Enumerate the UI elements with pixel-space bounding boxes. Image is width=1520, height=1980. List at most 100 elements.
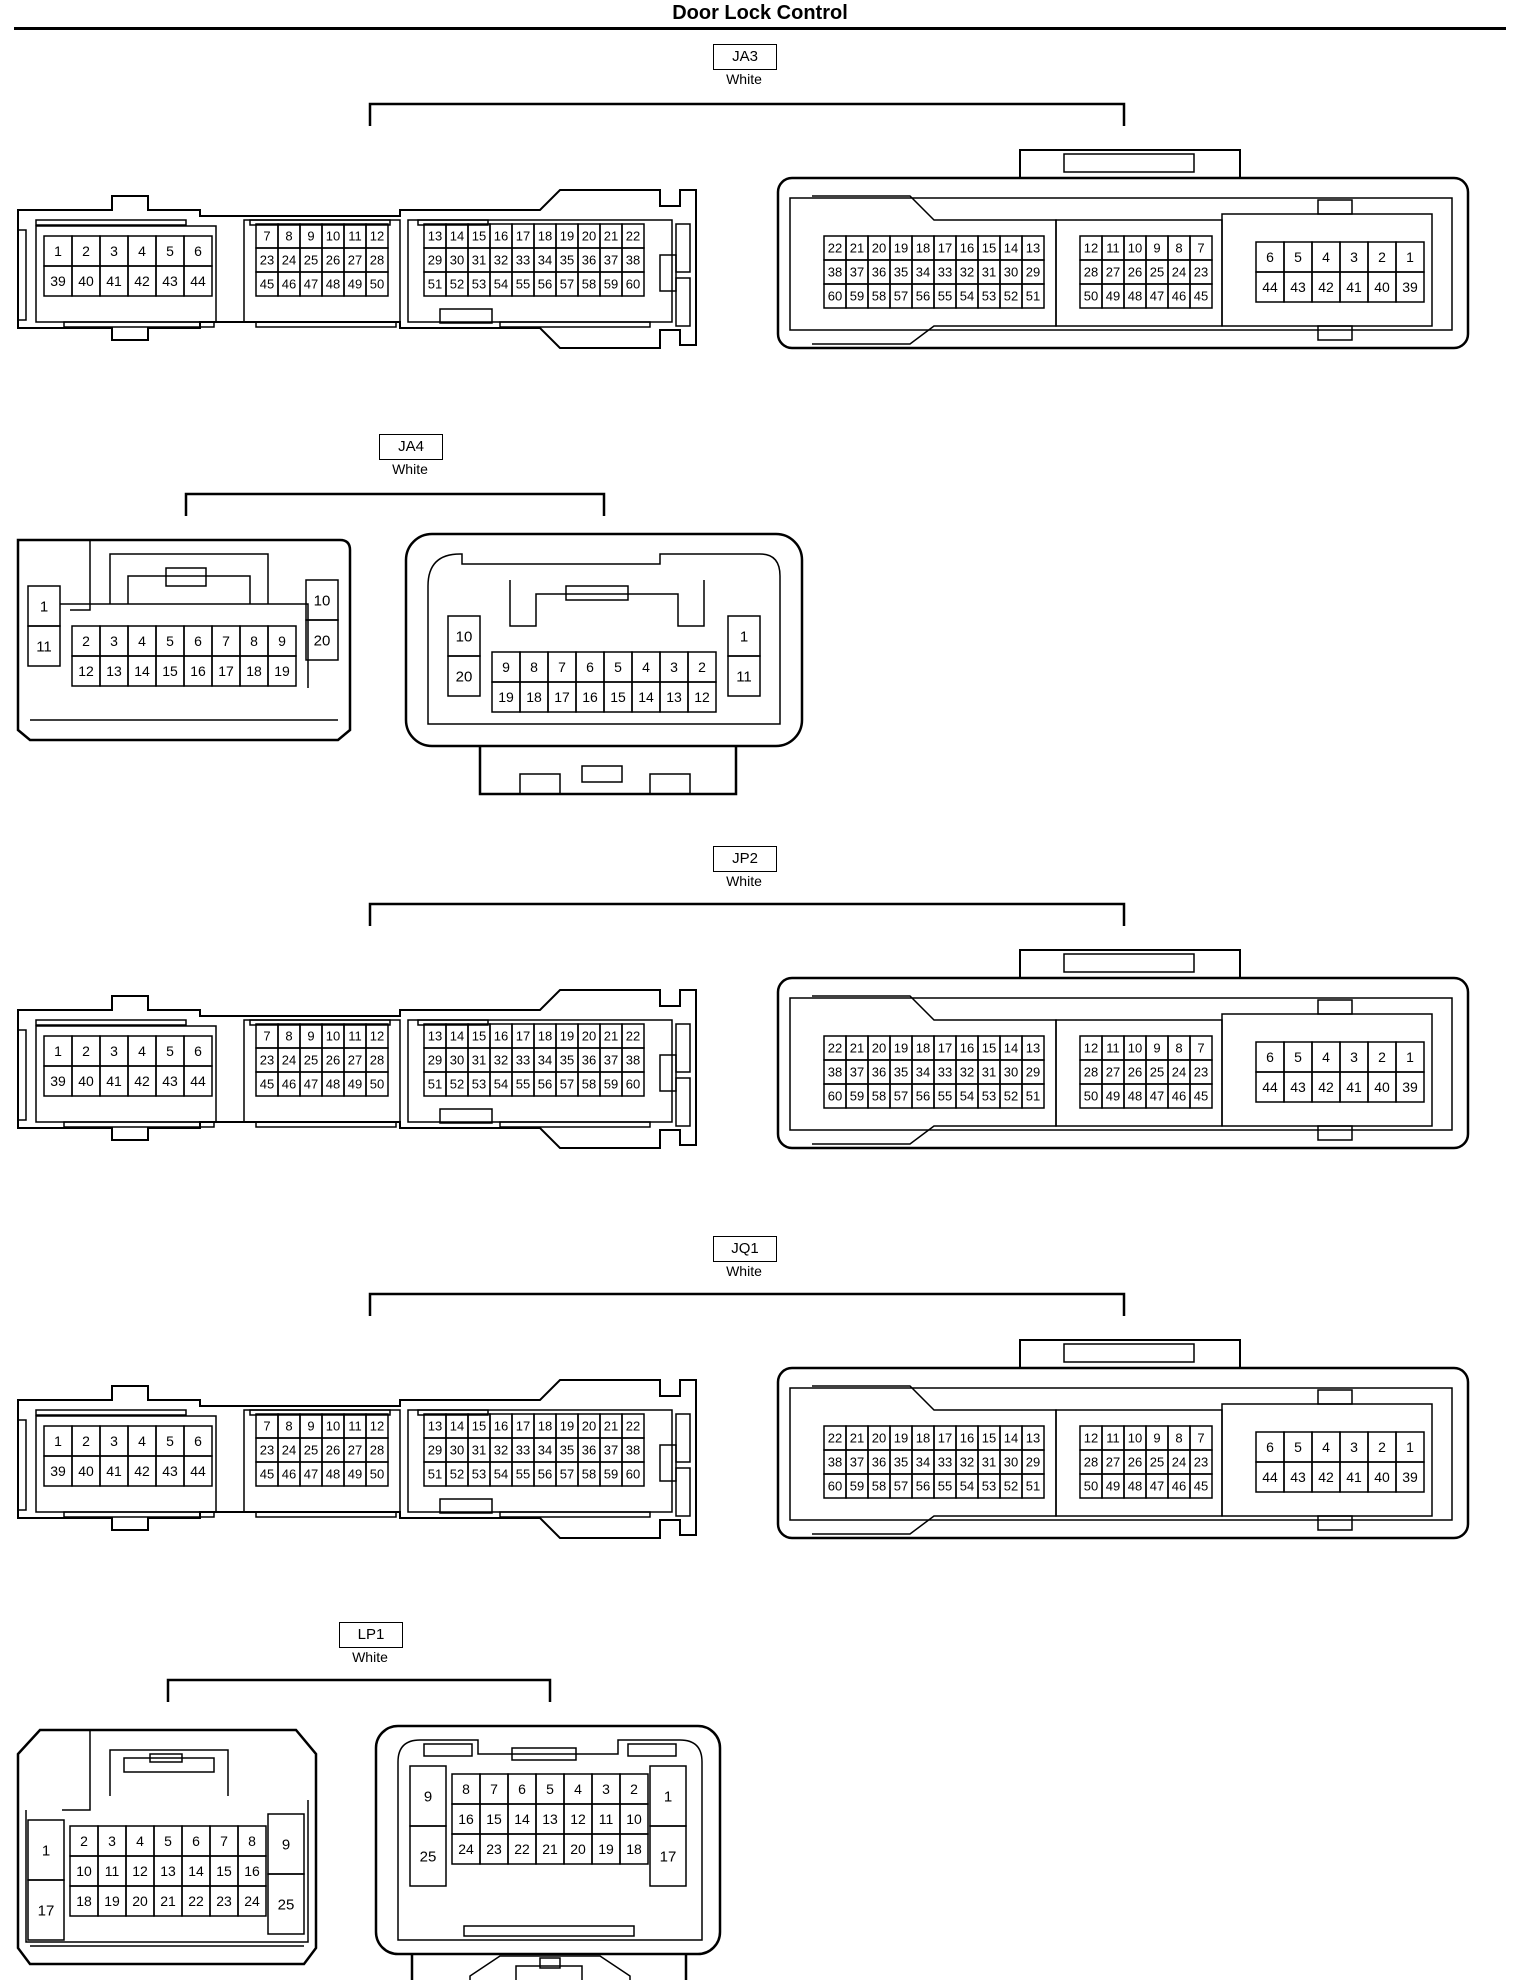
pin-number: 58: [872, 1089, 886, 1104]
pin-number: 17: [938, 1041, 952, 1056]
pin-number: 1: [1406, 1049, 1414, 1065]
pin-number: 39: [1402, 1469, 1418, 1485]
pin-number: 15: [982, 241, 996, 256]
pin-number: 11: [736, 668, 752, 685]
pin-number: 7: [558, 659, 566, 675]
pin-cell: [267, 655, 297, 687]
pin-number: 33: [516, 1053, 530, 1068]
pin-number: 32: [960, 1065, 974, 1080]
pin-number: 59: [604, 1467, 618, 1482]
pin-number: 28: [370, 1053, 384, 1068]
pin-number: 10: [1128, 241, 1142, 256]
pin-number: 2: [82, 243, 90, 259]
pin-number: 20: [582, 1029, 596, 1044]
pin-number: 11: [1106, 1431, 1120, 1446]
pin-number: 37: [604, 1053, 618, 1068]
pin-number: 22: [188, 1893, 204, 1909]
pin-number: 32: [494, 1443, 508, 1458]
pin-number: 53: [982, 1479, 996, 1494]
pin-cell: [1021, 283, 1045, 309]
pin-number: 46: [1172, 1479, 1186, 1494]
pin-number: 27: [348, 1053, 362, 1068]
pin-number: 39: [1402, 279, 1418, 295]
pin-number: 7: [1197, 1431, 1204, 1446]
pin-number: 6: [518, 1781, 526, 1797]
pin-number: 12: [1084, 1041, 1098, 1056]
pin-number: 8: [462, 1781, 470, 1797]
pin-number: 4: [138, 243, 146, 259]
pin-number: 22: [626, 1029, 640, 1044]
pin-cell: [1395, 1461, 1425, 1493]
pin-number: 43: [162, 1463, 178, 1479]
pin-number: 16: [244, 1863, 260, 1879]
pin-number: 33: [516, 1443, 530, 1458]
pin-number: 23: [260, 1443, 274, 1458]
pin-number: 32: [960, 265, 974, 280]
pin-number: 34: [538, 253, 552, 268]
pin-number: 31: [472, 253, 486, 268]
pin-number: 10: [76, 1863, 92, 1879]
pin-number: 4: [138, 633, 146, 649]
pin-number: 50: [370, 1467, 384, 1482]
pin-cell: [649, 1825, 687, 1887]
connector-label: JA3: [713, 44, 777, 70]
pin-number: 27: [1106, 265, 1120, 280]
pin-number: 43: [1290, 1469, 1306, 1485]
pin-number: 35: [894, 1455, 908, 1470]
pin-number: 48: [1128, 1089, 1142, 1104]
pin-cell: [365, 1461, 389, 1487]
pin-number: 6: [1266, 1049, 1274, 1065]
pin-number: 56: [538, 277, 552, 292]
pin-number: 21: [850, 241, 864, 256]
pin-cell: [619, 1833, 649, 1865]
pin-number: 12: [694, 689, 710, 705]
pin-number: 47: [1150, 1479, 1164, 1494]
pin-number: 37: [850, 265, 864, 280]
pin-number: 24: [1172, 1065, 1186, 1080]
pin-number: 12: [1084, 1431, 1098, 1446]
pin-number: 36: [582, 253, 596, 268]
pin-number: 1: [40, 598, 48, 615]
pin-number: 45: [260, 1077, 274, 1092]
pin-cell: [1021, 1083, 1045, 1109]
pin-number: 7: [1197, 241, 1204, 256]
pin-number: 57: [560, 1077, 574, 1092]
pin-number: 11: [36, 638, 52, 655]
pin-number: 41: [1346, 1079, 1362, 1095]
pin-number: 8: [1175, 1431, 1182, 1446]
pin-number: 2: [82, 633, 90, 649]
pin-number: 28: [370, 253, 384, 268]
pins-b-right: 111: [727, 615, 761, 697]
pin-number: 4: [574, 1781, 582, 1797]
pin-number: 10: [1128, 1431, 1142, 1446]
pin-number: 10: [326, 1029, 340, 1044]
pin-number: 2: [1378, 1049, 1386, 1065]
pin-number: 11: [1106, 241, 1120, 256]
pin-number: 27: [348, 1443, 362, 1458]
pin-number: 47: [304, 1467, 318, 1482]
pin-number: 49: [348, 277, 362, 292]
pin-number: 12: [1084, 241, 1098, 256]
pin-number: 4: [138, 1433, 146, 1449]
pin-number: 29: [428, 1053, 442, 1068]
pin-number: 27: [1106, 1455, 1120, 1470]
pin-number: 15: [472, 1419, 486, 1434]
pin-number: 31: [472, 1053, 486, 1068]
pin-number: 30: [450, 253, 464, 268]
pin-number: 55: [938, 289, 952, 304]
pin-number: 47: [1150, 1089, 1164, 1104]
pin-number: 41: [106, 1463, 122, 1479]
pin-cell: [237, 1885, 267, 1917]
pin-number: 21: [542, 1841, 558, 1857]
pin-number: 60: [828, 1089, 842, 1104]
pin-number: 58: [582, 1467, 596, 1482]
pin-number: 51: [1026, 289, 1040, 304]
pin-number: 49: [348, 1077, 362, 1092]
pin-number: 7: [490, 1781, 498, 1797]
pin-number: 58: [582, 277, 596, 292]
